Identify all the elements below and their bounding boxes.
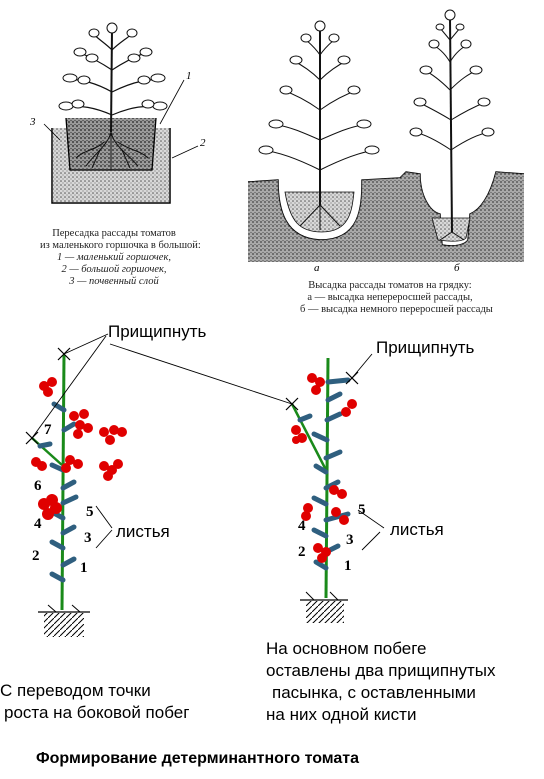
pot-caption-line: 3 — почвенный слой <box>69 276 159 287</box>
left-note-line: С переводом точки <box>0 681 151 700</box>
left-tomato-plant <box>25 333 293 637</box>
bed-caption-line: а — высадка непереросшей рассады, <box>307 292 473 303</box>
pot-caption: Пересадка рассады томатов из маленького … <box>40 228 201 288</box>
right-number-5: 5 <box>358 502 366 518</box>
marker-2: 2 <box>200 137 206 149</box>
right-tomato-plant <box>285 353 385 623</box>
right-number-1: 1 <box>344 558 352 574</box>
right-number-4: 4 <box>298 518 306 534</box>
bed-caption-line: б — высадка немного переросшей рассады <box>300 304 493 315</box>
left-number-1: 1 <box>80 560 88 576</box>
right-note-line: оставлены два прищипнутых <box>266 661 496 680</box>
pinch-label-left: Прищипнуть <box>108 322 207 341</box>
left-note: С переводом точки роста на боковой побег <box>0 680 189 724</box>
left-number-4: 4 <box>34 516 42 532</box>
marker-3: 3 <box>30 116 36 128</box>
pot-illustration <box>43 22 199 204</box>
right-note-line: пасынка, с оставленными <box>272 683 476 702</box>
pot-caption-line: из маленького горшочка в большой: <box>40 240 201 251</box>
leaves-label-right: листья <box>390 520 444 539</box>
left-number-6: 6 <box>34 478 42 494</box>
pot-caption-line: Пересадка рассады томатов <box>52 228 176 239</box>
footer-title: Формирование детерминантного томата <box>36 750 360 767</box>
marker-1: 1 <box>186 70 192 82</box>
left-note-line: роста на боковой побег <box>4 703 190 722</box>
left-number-2: 2 <box>32 548 40 564</box>
leaves-label-left: листья <box>116 522 170 541</box>
marker-a: а <box>314 262 320 274</box>
pot-caption-line: 2 — большой горшочек, <box>61 264 167 275</box>
pinch-label-right: Прищипнуть <box>376 338 475 357</box>
right-number-2: 2 <box>298 544 306 560</box>
marker-b: б <box>454 262 460 274</box>
left-number-5: 5 <box>86 504 94 520</box>
left-number-7: 7 <box>44 422 52 438</box>
right-note-line: на них одной кисти <box>266 705 417 724</box>
left-number-3: 3 <box>84 530 92 546</box>
bed-caption: Высадка рассады томатов на грядку: а — в… <box>300 280 493 316</box>
right-note-line: На основном побеге <box>266 639 427 658</box>
bed-illustration <box>247 9 525 262</box>
right-note: На основном побеге оставлены два прищипн… <box>266 638 496 726</box>
right-number-3: 3 <box>346 532 354 548</box>
bed-caption-line: Высадка рассады томатов на грядку: <box>308 280 472 291</box>
pot-caption-line: 1 — маленький горшочек, <box>56 252 172 263</box>
